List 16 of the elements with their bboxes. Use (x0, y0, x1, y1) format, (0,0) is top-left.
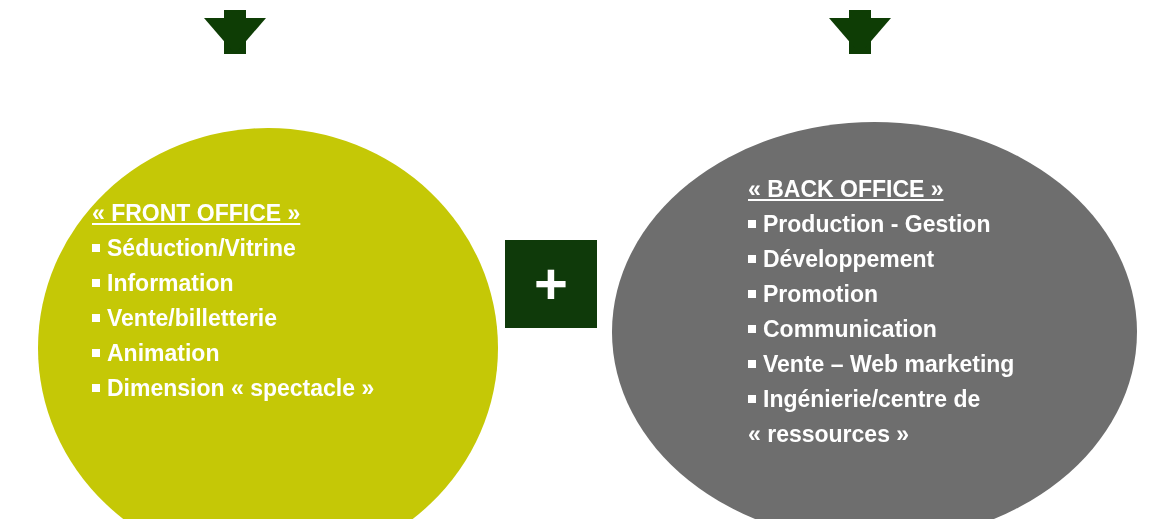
bullet-item: Promotion (748, 277, 878, 312)
heading-text: « FRONT OFFICE » (92, 199, 301, 228)
bullet-item: Ingénierie/centre de « ressources » (748, 385, 982, 449)
bullet-item: Dimension « spectacle » (92, 371, 375, 406)
bullet-item: Vente – Web marketing (748, 347, 1015, 382)
arrow (204, 10, 266, 54)
plus-box: + (505, 240, 597, 328)
bullet-item: Animation (92, 336, 220, 371)
bullet-item: Vente/billetterie (92, 301, 277, 336)
bullet-item: Séduction/Vitrine (92, 231, 296, 266)
bullet-item: Communication (748, 312, 937, 347)
arrow (829, 10, 891, 54)
bullet-item: Production - Gestion (748, 207, 991, 242)
bullet-item: Développement (748, 242, 935, 277)
bullet-item: Information (92, 266, 234, 301)
heading-text: « BACK OFFICE » (748, 175, 944, 204)
